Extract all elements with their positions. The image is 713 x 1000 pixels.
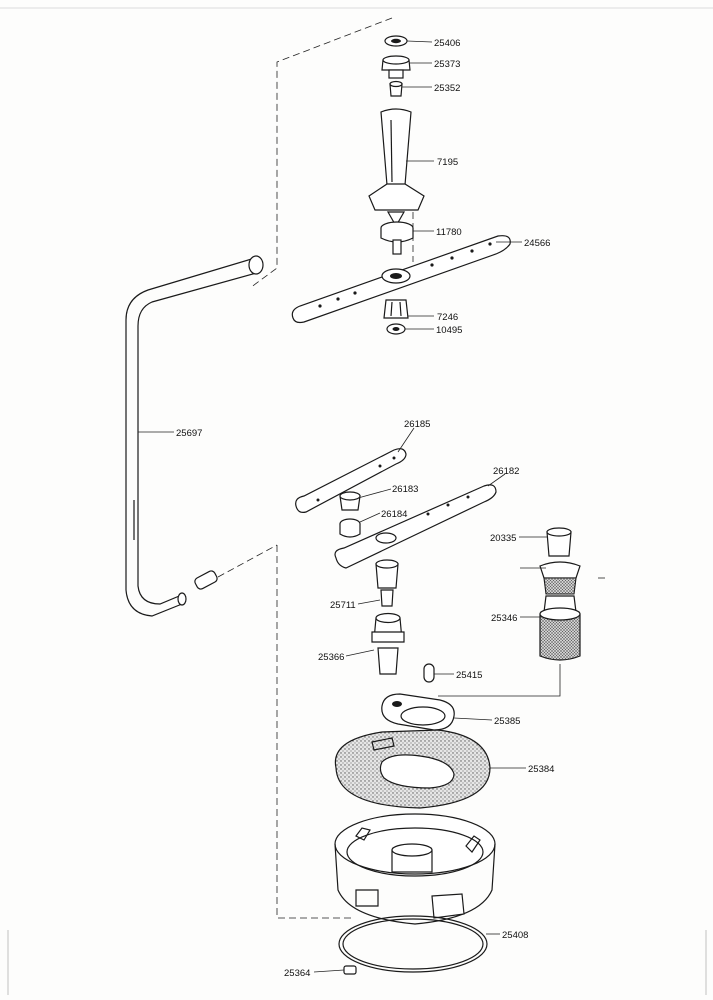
label-20335: 20335 [490,533,516,544]
sump-housing [334,813,496,975]
label-25352: 25352 [434,83,460,94]
label-26184: 26184 [381,509,407,520]
label-25346: 25346 [491,613,517,624]
label-7246: 7246 [437,312,458,323]
label-25711: 25711 [330,600,356,611]
filter-plate-assembly [334,693,491,809]
page-edge-marks [0,7,713,995]
lower-spray-assembly [295,448,497,683]
leader-lines [138,40,547,973]
label-25408: 25408 [502,930,528,941]
label-10495: 10495 [436,325,462,336]
label-7195: 7195 [437,157,458,168]
label-26183: 26183 [392,484,418,495]
supply-pipe [125,255,264,617]
label-25373: 25373 [434,59,460,70]
label-25364: 25364 [284,968,310,979]
label-25406: 25406 [434,38,460,49]
label-26185: 26185 [404,419,430,430]
label-26182: 26182 [493,466,519,477]
filter-assembly [438,527,581,697]
label-25697: 25697 [176,428,202,439]
upper-spray-assembly [291,35,511,335]
label-25415: 25415 [456,670,482,681]
label-11780: 11780 [436,227,462,238]
assembly-dash-lines [217,17,606,919]
label-24566: 24566 [524,238,550,249]
label-25366: 25366 [318,652,344,663]
part-labels: 25406 25373 25352 7195 11780 24566 7246 … [176,38,554,979]
label-25384: 25384 [528,764,554,775]
label-25385: 25385 [494,716,520,727]
